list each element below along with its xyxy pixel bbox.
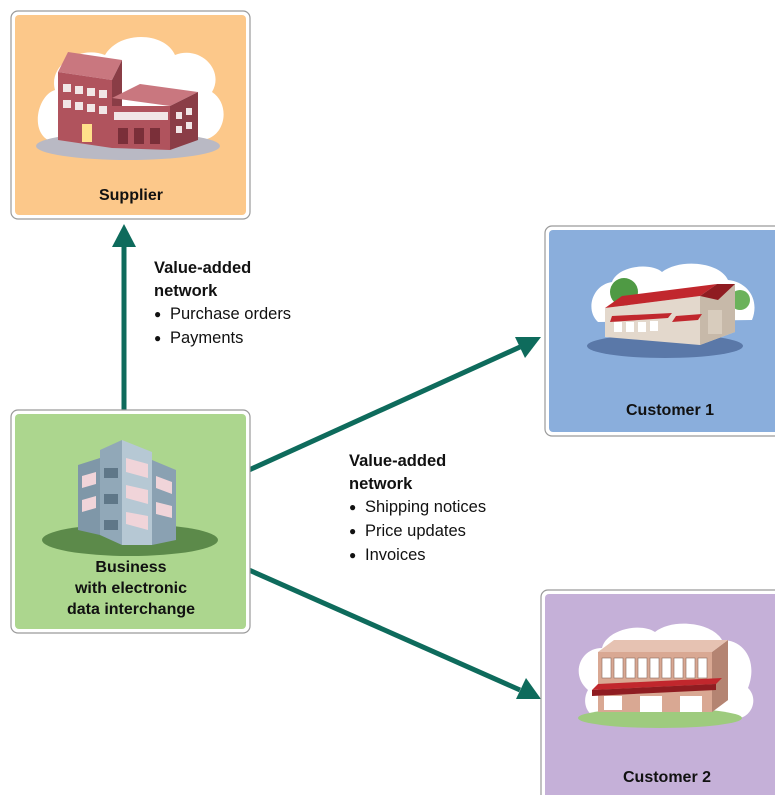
- business-label-line1: Business: [95, 559, 166, 576]
- supplier-network-title-line1: Value-added: [154, 259, 252, 277]
- office-building-icon: [42, 440, 218, 556]
- factory-building-icon: [36, 36, 224, 160]
- customer1-label: Customer 1: [626, 402, 714, 419]
- supplier-network-items: Purchase orders Payments: [154, 303, 291, 351]
- shop-building-icon: [578, 623, 754, 728]
- arrow-to-supplier: [112, 224, 136, 410]
- list-item: Shipping notices: [349, 496, 486, 520]
- list-item: Price updates: [349, 520, 486, 544]
- customer-network-annotation: Value-added network Shipping notices Pri…: [349, 450, 486, 568]
- arrow-to-customer1: [247, 337, 541, 473]
- customer2-node: Customer 2: [540, 589, 775, 795]
- customer2-label: Customer 2: [623, 769, 711, 786]
- list-item: Payments: [154, 327, 291, 351]
- business-node: Business with electronic data interchang…: [10, 409, 251, 634]
- supplier-network-annotation: Value-added network Purchase orders Paym…: [154, 257, 291, 351]
- list-item: Purchase orders: [154, 303, 291, 327]
- business-label-line3: data interchange: [67, 601, 195, 618]
- customer-network-items: Shipping notices Price updates Invoices: [349, 496, 486, 568]
- arrow-to-customer2: [247, 567, 541, 699]
- supplier-network-title-line2: network: [154, 282, 218, 300]
- customer-network-title-line1: Value-added: [349, 452, 447, 470]
- customer-network-title-line2: network: [349, 475, 413, 493]
- customer1-node: Customer 1: [544, 225, 775, 437]
- list-item: Invoices: [349, 544, 486, 568]
- supplier-label: Supplier: [99, 187, 163, 204]
- store-building-icon: [587, 263, 755, 358]
- business-label-line2: with electronic: [74, 580, 187, 597]
- supplier-node: Supplier: [10, 10, 251, 220]
